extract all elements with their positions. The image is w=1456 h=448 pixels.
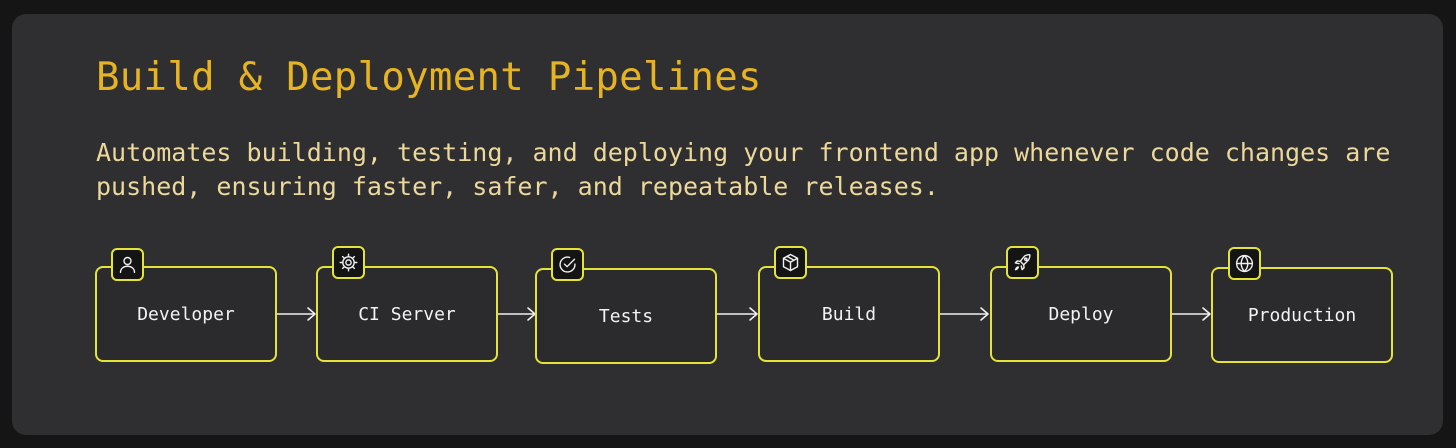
arrow-build-to-deploy	[940, 306, 990, 322]
step-label: CI Server	[358, 303, 456, 325]
arrow-ci-server-to-tests	[498, 306, 538, 322]
step-tests: Tests	[535, 268, 717, 364]
package-icon	[774, 246, 807, 279]
step-build: Build	[758, 266, 940, 362]
step-ci-server: CI Server	[316, 266, 498, 362]
arrow-deploy-to-production	[1172, 306, 1212, 322]
gear-icon	[332, 246, 365, 279]
step-label: Deploy	[1048, 303, 1114, 325]
arrow-tests-to-build	[717, 306, 759, 322]
rocket-icon	[1006, 246, 1039, 279]
step-label: Production	[1247, 304, 1357, 326]
user-icon	[111, 248, 144, 281]
pipeline-description: Automates building, testing, and deployi…	[96, 138, 1391, 201]
arrow-developer-to-ci-server	[277, 306, 317, 322]
page-title: Build & Deployment Pipelines	[96, 55, 762, 100]
pipeline-card	[12, 14, 1443, 435]
step-label: Developer	[137, 303, 235, 325]
step-developer: Developer	[95, 266, 277, 362]
check-circle-icon	[551, 248, 584, 281]
step-label: Build	[821, 303, 877, 325]
step-label: Tests	[598, 305, 654, 327]
step-production: Production	[1211, 267, 1393, 363]
step-deploy: Deploy	[990, 266, 1172, 362]
globe-icon	[1228, 247, 1261, 280]
